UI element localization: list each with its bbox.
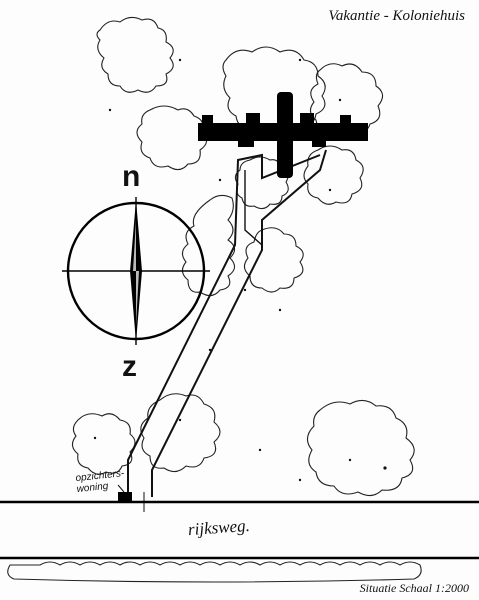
tree-mass-south-center xyxy=(140,393,221,473)
tree-mass-east xyxy=(303,145,364,205)
tree-outlines xyxy=(7,16,422,583)
compass-south-label: z xyxy=(122,350,137,383)
lodge-building xyxy=(118,492,132,502)
lodge-pointer xyxy=(117,484,125,493)
main-building xyxy=(198,92,368,178)
tree-mass-middle-belt xyxy=(181,194,236,297)
tree-mass-west-upper xyxy=(136,105,208,171)
tree-mass-southeast xyxy=(306,399,415,497)
scale-label: Situatie Schaal 1:2000 xyxy=(359,581,469,595)
access-lane xyxy=(127,149,327,497)
compass-rose xyxy=(62,197,210,345)
tree-mass-southwest xyxy=(71,413,136,475)
drawing-title: Vakantie - Koloniehuis xyxy=(328,8,465,24)
vegetation-dots xyxy=(93,58,387,482)
compass-north-label: n xyxy=(122,160,141,193)
tree-mass-east-mid xyxy=(243,227,304,293)
tree-mass-south-strip xyxy=(7,561,422,583)
tree-mass-northwest xyxy=(96,16,174,93)
compass-needle-highlight xyxy=(136,271,139,325)
